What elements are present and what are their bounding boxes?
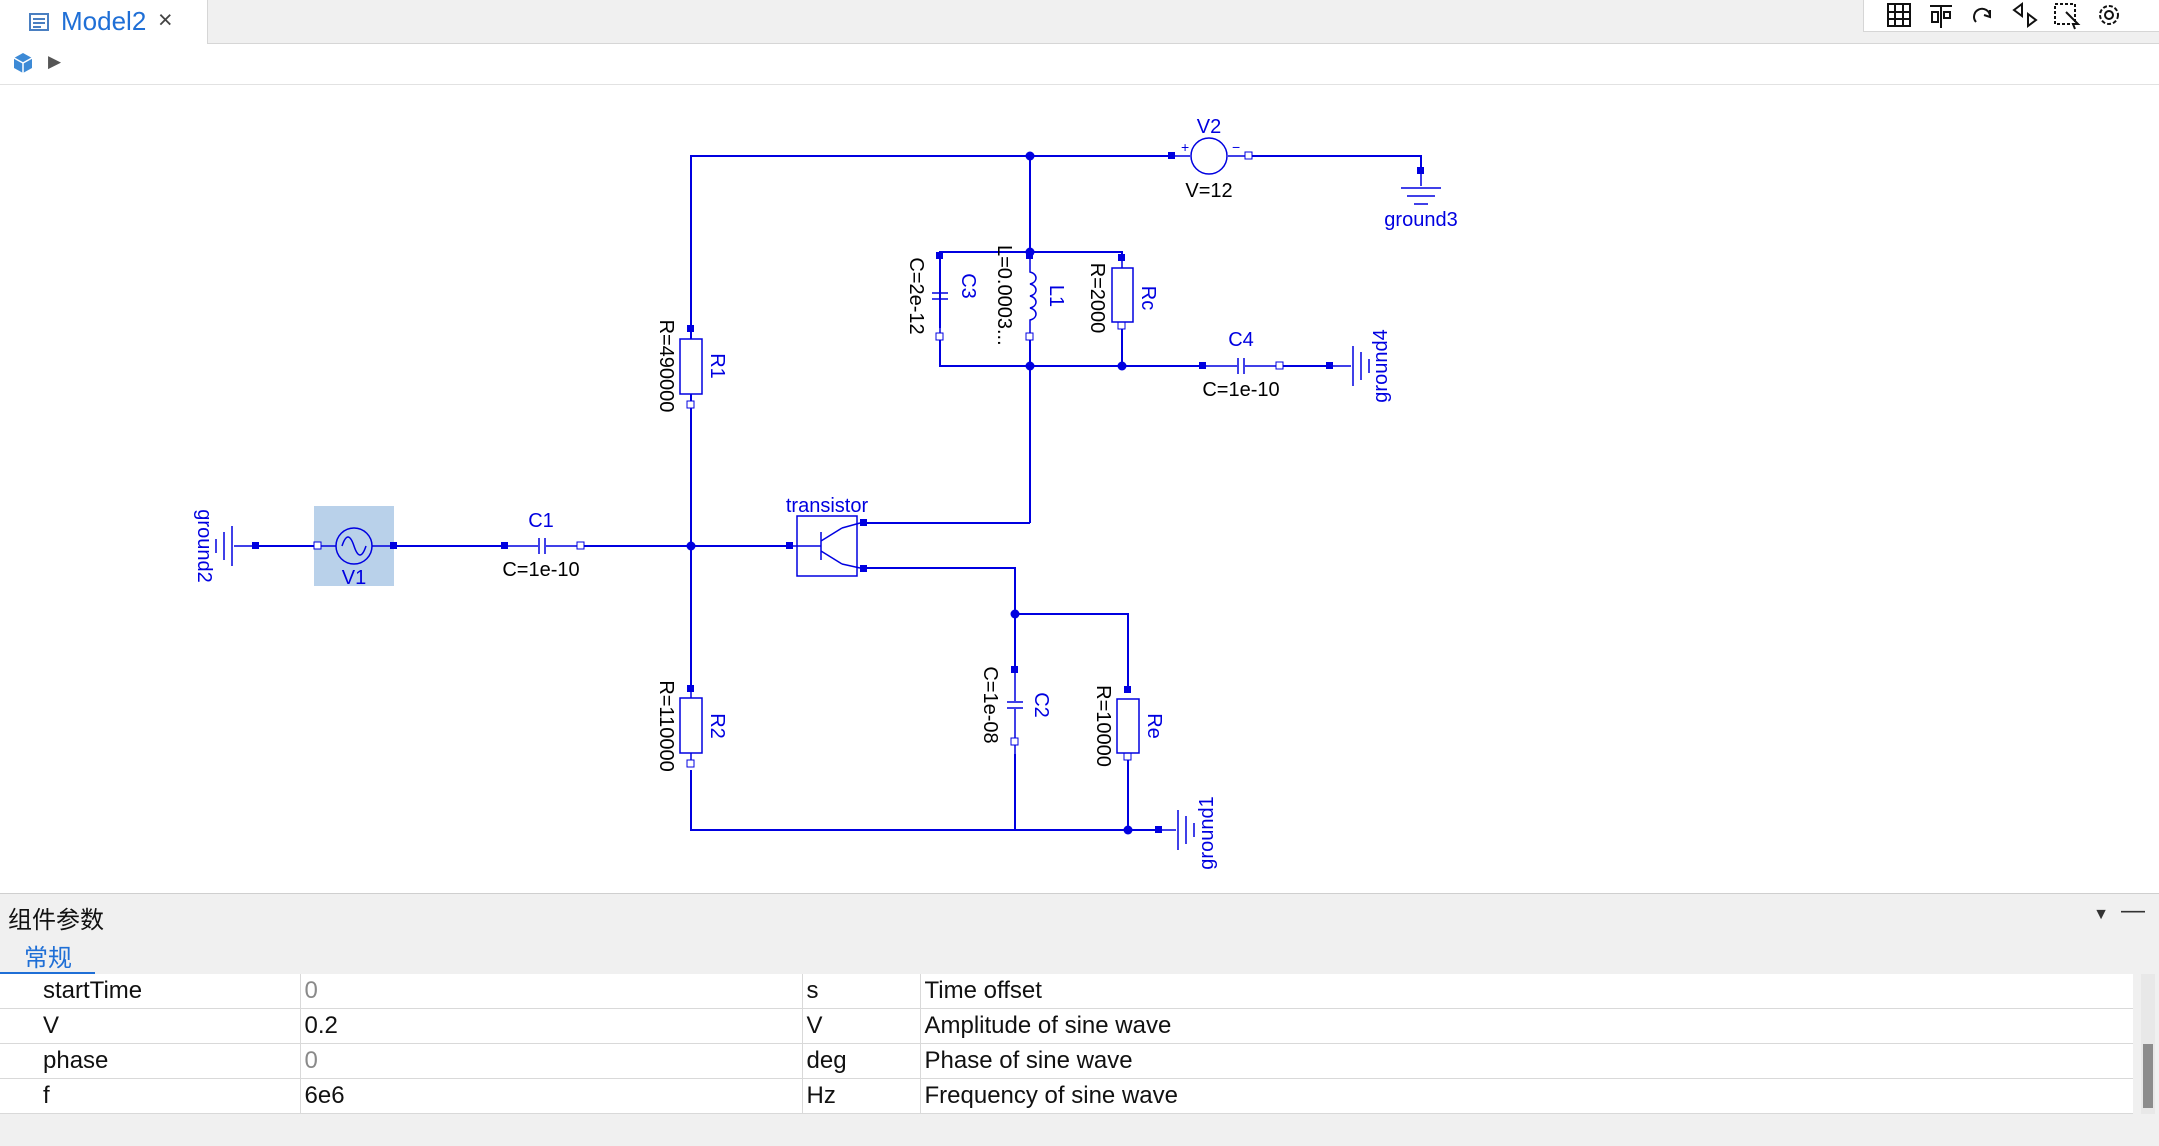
param-description: Phase of sine wave [919,1043,2133,1079]
grid-icon[interactable] [1880,0,1918,31]
component-ground3[interactable]: ground3 [1384,167,1458,231]
R2-label: R2 [706,713,728,739]
param-value-input[interactable]: 6e6 [299,1078,802,1114]
Re-param: R=10000 [1092,685,1114,767]
param-unit: V [801,1008,920,1044]
svg-text:−: − [1232,139,1240,155]
C2-label: C2 [1030,692,1052,718]
close-icon[interactable]: × [158,6,173,34]
R1-param: R=490000 [655,320,677,413]
wires [256,155,1422,831]
component-C3[interactable]: C3 C=2e-12 [905,252,979,341]
tab-general-label: 常规 [24,945,72,972]
param-name: startTime [0,974,300,1009]
param-value-input[interactable]: 0 [299,974,802,1009]
C4-label: C4 [1228,329,1254,351]
C2-param: C=1e-08 [979,666,1001,743]
Re-label: Re [1143,713,1165,739]
component-C1[interactable]: C1 C=1e-10 [501,510,585,581]
tab-model2[interactable]: Model2 × [0,0,208,44]
svg-text:+: + [1181,139,1189,155]
param-description: Frequency of sine wave [919,1078,2133,1114]
breadcrumb: ▶ [0,44,2159,85]
minimize-icon[interactable]: — [2121,897,2145,924]
component-C2[interactable]: C2 C=1e-08 [979,666,1052,754]
C1-label: C1 [528,510,554,532]
component-L1[interactable]: L1 L=0.0003... [993,245,1067,346]
editor-tab-bar: Model2 × [0,0,2159,44]
component-V1[interactable]: V1 [313,506,397,589]
flip-icon[interactable] [2006,0,2044,31]
param-description: Amplitude of sine wave [919,1008,2133,1044]
param-value-input[interactable]: 0 [299,1043,802,1079]
ground1-label: ground1 [1196,796,1218,869]
L1-param: L=0.0003... [993,245,1015,346]
table-row[interactable]: phase 0 deg Phase of sine wave [0,1043,2133,1079]
V2-param: V=12 [1185,180,1232,202]
V2-label: V2 [1197,116,1221,138]
scrollbar[interactable] [2141,974,2155,1114]
C3-param: C=2e-12 [905,257,927,334]
settings-icon[interactable] [2090,0,2128,31]
C4-param: C=1e-10 [1202,379,1279,401]
panel-title: 组件参数 [8,907,104,934]
parameter-table: startTime 0 s Time offset V 0.2 V Amplit… [0,974,2133,1114]
param-name: phase [0,1043,300,1079]
component-ground2[interactable]: ground2 [193,509,259,583]
component-Rc[interactable]: Rc R=2000 [1086,254,1159,333]
component-ground1[interactable]: ground1 [1155,796,1218,870]
param-name: V [0,1008,300,1044]
param-unit: Hz [801,1078,920,1114]
ground2-label: ground2 [193,509,215,582]
model-diagram-canvas[interactable]: + − V2 V=12 ground3 C3 C=2e-12 L1 L=0.00… [0,85,2159,893]
component-R1[interactable]: R1 R=490000 [655,320,728,413]
param-unit: s [801,974,920,1009]
scrollbar-thumb[interactable] [2143,1044,2153,1108]
ground4-label: ground4 [1370,329,1392,402]
ground3-label: ground3 [1384,209,1457,231]
C1-param: C=1e-10 [502,559,579,581]
component-transistor[interactable]: transistor [786,495,869,577]
component-C4[interactable]: C4 C=1e-10 [1199,329,1284,401]
R2-param: R=110000 [655,680,677,771]
table-row[interactable]: f 6e6 Hz Frequency of sine wave [0,1078,2133,1114]
component-V2[interactable]: + − V2 V=12 [1168,116,1253,202]
param-value-input[interactable]: 0.2 [299,1008,802,1044]
cube-icon[interactable] [11,51,35,80]
component-ground4[interactable]: ground4 [1326,329,1392,403]
param-name: f [0,1078,300,1114]
tab-general[interactable]: 常规 [0,938,95,974]
align-icon[interactable] [1922,0,1960,31]
L1-label: L1 [1045,285,1067,307]
select-icon[interactable] [2048,0,2086,31]
component-R2[interactable]: R2 R=110000 [655,680,728,771]
C3-label: C3 [957,273,979,299]
table-row[interactable]: V 0.2 V Amplitude of sine wave [0,1008,2133,1044]
R1-label: R1 [706,353,728,379]
chevron-down-icon[interactable]: ▼ [2093,906,2109,923]
component-Re[interactable]: Re R=10000 [1092,685,1165,767]
param-description: Time offset [919,974,2133,1009]
param-unit: deg [801,1043,920,1079]
diagram-toolbar [1863,0,2159,32]
tab-title: Model2 [61,6,147,36]
Rc-param: R=2000 [1086,263,1108,334]
model-file-icon [28,11,50,38]
table-row[interactable]: startTime 0 s Time offset [0,974,2133,1009]
junctions [686,151,1133,835]
V1-label: V1 [342,567,366,589]
Rc-label: Rc [1137,286,1159,310]
chevron-right-icon[interactable]: ▶ [48,52,62,71]
rotate-icon[interactable] [1964,0,2002,31]
component-parameters-panel: 组件参数 ▼ — 常规 startTime 0 s Time offset V … [0,893,2159,1146]
transistor-label: transistor [786,495,869,517]
